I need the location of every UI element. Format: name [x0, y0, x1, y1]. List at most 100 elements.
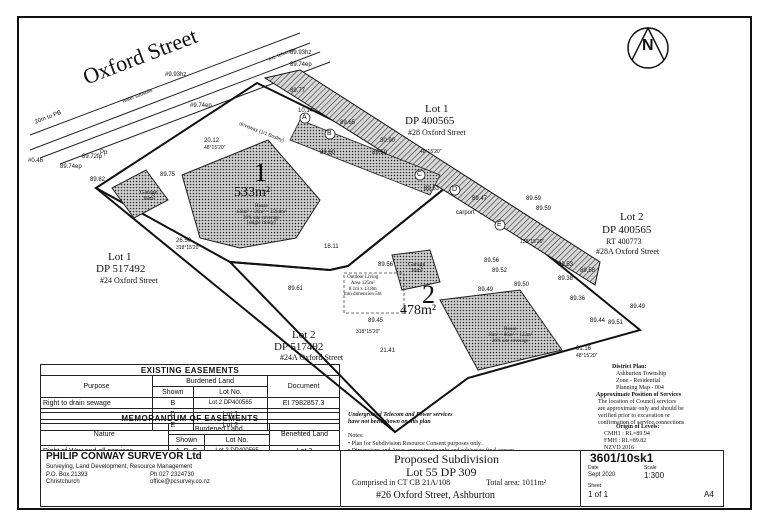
bearing-b3: 48°15'20" — [420, 149, 442, 155]
level-b: #9.74ep — [190, 103, 212, 109]
note-1: • Plan for Subdivision Resource Consent … — [348, 441, 483, 447]
level-23: 89.38 — [558, 276, 574, 282]
level-24: 89.58 — [580, 268, 596, 274]
easement-letter-a: A — [302, 114, 307, 121]
notes-title: Notes: — [348, 433, 364, 439]
mem-subheader-lot: Lot No. — [204, 434, 271, 446]
level-13: 89.49 — [478, 287, 494, 293]
lot1-west-boundary — [95, 187, 396, 433]
sheet-scale: 1:300 — [644, 471, 665, 480]
level-7: 89.53 — [424, 186, 440, 192]
level-d: 89.72fp — [82, 154, 103, 160]
surveyor-email: office@pcsurvey.co.nz — [150, 479, 210, 485]
bearing-b2: 318°15'20" — [176, 245, 201, 251]
ee-shown: B — [151, 397, 194, 409]
lot2-existing-address: #28A Oxford Street — [596, 247, 660, 256]
level-10: 89.52 — [492, 268, 508, 274]
level-20: 89.49 — [630, 304, 646, 310]
sheet-size: A4 — [704, 490, 714, 499]
level-2: 89.82 — [90, 177, 106, 183]
sheet-block — [580, 450, 724, 507]
level-9: 89.56 — [484, 258, 500, 264]
job-number: 3601/10sk1 — [590, 451, 654, 465]
ee-purpose: Right to drain sewage — [40, 397, 153, 409]
level-6: 89.59 — [372, 150, 388, 156]
mem-header-burdened: Burdened Land — [167, 423, 271, 435]
level-e: 89.93hz — [290, 50, 312, 56]
level-4: 89.65 — [340, 120, 356, 126]
easement-letter-c: C — [417, 171, 423, 178]
level-15: 89.45 — [368, 318, 384, 324]
new-lot1-garage: Garage 36m² — [140, 190, 158, 202]
bearing-b4: 318°15'20" — [356, 329, 381, 335]
dim-d6: 21.41 — [380, 348, 396, 354]
lot2-south-dp: DP 517492 — [274, 341, 324, 353]
dim-d5: 18.11 — [324, 244, 339, 250]
lot1-existing-title: Lot 1 — [425, 103, 449, 115]
bearing-b5: 138°15'20" — [520, 239, 545, 245]
plan-lot: Lot 55 DP 309 — [406, 465, 477, 479]
mem-header-benefited: Benefited Land — [269, 423, 340, 446]
lot2-existing-title: Lot 2 — [620, 211, 644, 223]
plan-total-area: Total area: 1011m² — [486, 478, 547, 487]
surveyor-po: P.O. Box 21393 — [46, 472, 88, 478]
new-lot2-garage: Garage 36m² — [408, 262, 426, 274]
level-3: 89.75 — [160, 172, 176, 178]
memorandum-title: MEMORANDUM OF EASEMENTS — [40, 412, 340, 424]
pp-label: Pp — [100, 150, 108, 156]
house-lot2 — [439, 289, 563, 371]
new-lot2-house: House 36m² + 86m² = 122m² 26% site cover… — [488, 327, 533, 344]
dim-d4: 10.14 — [298, 108, 314, 114]
date-label: Date — [588, 465, 599, 471]
level-17: 89.44 — [590, 318, 606, 324]
lot1-existing-address: #28 Oxford Street — [408, 128, 466, 137]
ee-lot: Lot 2 DP400565 — [192, 397, 269, 409]
lot1-west-title: Lot 1 — [108, 251, 132, 263]
level-18: 89.51 — [608, 320, 624, 326]
new-lot1-house: House 133m² + 26m² = 159.8m² 30% site co… — [236, 204, 287, 227]
ee-subheader-lot: Lot No. — [192, 386, 269, 398]
level-22: 89.69 — [526, 196, 542, 202]
level-8: 89.47 — [472, 196, 488, 202]
easement-markers — [299, 112, 506, 231]
new-lot1-area: 533m² — [234, 185, 271, 200]
level-12: 89.53 — [558, 262, 574, 268]
level-5: 89.60 — [320, 150, 336, 156]
new-lot2-number: 2 — [422, 280, 435, 309]
surveyor-name: PHILIP CONWAY SURVEYOR Ltd — [46, 451, 202, 462]
kerb-level: #0.46 — [28, 158, 44, 164]
sheet-label: Sheet — [588, 483, 602, 489]
sheet-date: Sept 2020 — [588, 472, 616, 478]
sheet-number: 1 of 1 — [588, 490, 609, 499]
easement-letter-d: D — [452, 186, 458, 193]
existing-easements-title: EXISTING EASEMENTS — [40, 364, 340, 376]
scale-label: Scale — [644, 465, 657, 471]
level-14: 89.61 — [288, 286, 304, 292]
level-1: 89.77 — [290, 88, 306, 94]
plan-address: #26 Oxford Street, Ashburton — [376, 490, 495, 501]
new-lot2-area: 478m² — [400, 303, 437, 318]
house-lot1 — [181, 139, 321, 249]
north-arrow-label: N — [642, 37, 654, 54]
level-19: 89.36 — [570, 296, 586, 302]
bearing-b6: 48°15'20" — [576, 353, 598, 359]
lot2-south-title: Lot 2 — [292, 329, 316, 341]
mem-header-nature: Nature — [40, 423, 169, 446]
north-arrow-icon — [627, 26, 669, 69]
lot2-existing-dp: DP 400565 — [602, 224, 652, 236]
page-border — [17, 16, 752, 510]
surveyor-phone: Ph 027 2324730 — [150, 472, 195, 478]
level-f: 89.74ep — [290, 62, 312, 68]
ee-subheader-shown: Shown — [151, 386, 194, 398]
carport-label: carport — [456, 210, 475, 216]
levels-origin-title: Origin of Levels: — [616, 424, 660, 430]
district-plan-title: District Plan: — [612, 364, 647, 370]
easement-letter-b: B — [327, 130, 332, 137]
ee-header-purpose: Purpose — [40, 375, 153, 398]
surveyor-city: Christchurch — [46, 479, 80, 485]
telecom-note: Underground Telecom and Power services h… — [348, 412, 453, 426]
lot1-west-address: #24 Oxford Street — [100, 276, 158, 285]
ee-doc: EI 7982857.3 — [267, 397, 340, 409]
level-21: 89.59 — [536, 206, 552, 212]
